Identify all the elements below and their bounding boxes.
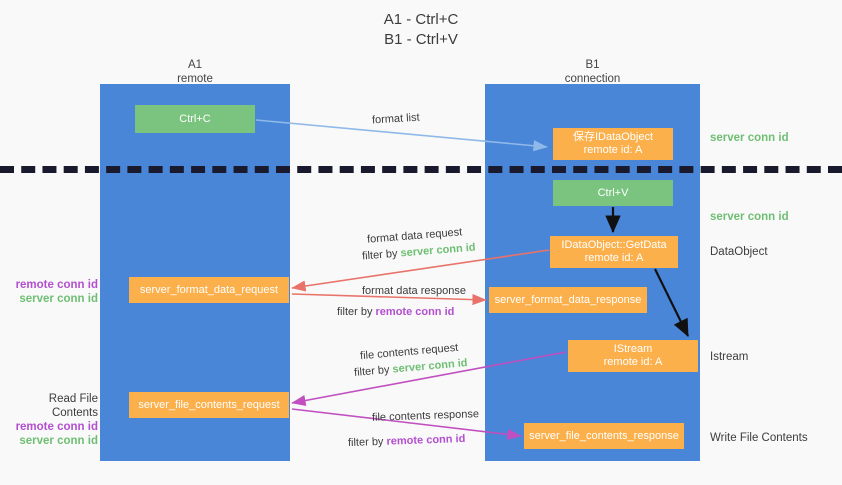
phase-divider	[0, 166, 842, 173]
node-saved-idataobject[interactable]: 保存IDataObject remote id: A	[553, 128, 673, 160]
filter-prefix: filter by	[347, 435, 387, 450]
annotation-remote-conn-id: remote conn id	[15, 421, 98, 433]
page-title: A1 - Ctrl+C B1 - Ctrl+V	[383, 11, 459, 48]
filter-key-remote-conn-id: remote conn id	[386, 432, 466, 448]
annotation-conn-ids-middle: remote conn id server conn id	[8, 278, 98, 306]
node-server-file-contents-response[interactable]: server_file_contents_response	[524, 423, 684, 449]
node-istream[interactable]: IStream remote id: A	[568, 340, 698, 372]
edge-label-file-contents-response-filter: filter by remote conn id	[348, 432, 466, 451]
annotation-istream: Istream	[710, 351, 749, 363]
node-server-format-data-request[interactable]: server_format_data_request	[129, 277, 289, 303]
annotation-read-file-contents-group: Read File Contents remote conn id server…	[8, 392, 98, 448]
edge-label-format-list: format list	[371, 111, 420, 127]
edge-label-file-contents-response: file contents response	[371, 408, 480, 424]
lane-header-b1: B1 connection	[564, 59, 621, 85]
annotation-server-conn-id: server conn id	[19, 293, 98, 305]
annotation-write-file-contents: Write File Contents	[710, 432, 808, 444]
annotation-remote-conn-id: remote conn id	[15, 279, 98, 291]
annotation-read-file-contents: Read File Contents	[48, 393, 98, 419]
filter-key-remote-conn-id: remote conn id	[375, 306, 455, 318]
annotation-server-conn-id-mid: server conn id	[710, 211, 789, 223]
node-ctrl-c[interactable]: Ctrl+C	[135, 105, 255, 133]
annotation-server-conn-id: server conn id	[19, 435, 98, 447]
annotation-dataobject: DataObject	[710, 246, 768, 258]
edge-label-format-data-response: format data response	[362, 285, 466, 297]
edge-label-format-data-response-filter: filter by remote conn id	[337, 305, 454, 320]
filter-prefix: filter by	[337, 306, 376, 318]
filter-prefix: filter by	[361, 247, 402, 263]
lane-header-a1: A1 remote	[177, 59, 213, 85]
annotation-server-conn-id-top: server conn id	[710, 132, 789, 144]
node-ctrl-v[interactable]: Ctrl+V	[553, 180, 673, 206]
node-server-format-data-response[interactable]: server_format_data_response	[489, 287, 647, 313]
node-idataobject-getdata[interactable]: IDataObject::GetData remote id: A	[550, 236, 678, 268]
node-server-file-contents-request[interactable]: server_file_contents_request	[129, 392, 289, 418]
filter-prefix: filter by	[353, 363, 394, 379]
